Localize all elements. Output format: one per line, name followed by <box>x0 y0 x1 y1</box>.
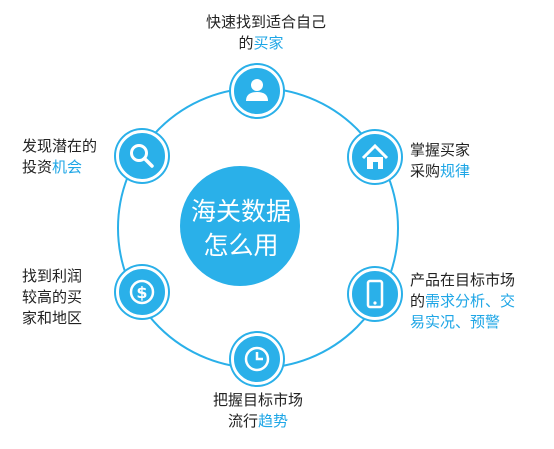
search-icon <box>130 144 154 168</box>
center-circle <box>180 166 300 286</box>
node-purchase-pattern <box>349 131 401 183</box>
center-title-line2: 怎么用 <box>203 231 279 260</box>
label-find-buyers: 快速找到适合自己 的买家 <box>206 13 327 52</box>
node-investment-opportunity <box>116 130 168 182</box>
home-icon <box>361 143 389 169</box>
node-find-buyers <box>231 65 283 117</box>
label-market-trends: 把握目标市场 流行趋势 <box>212 391 303 430</box>
node-profit-regions: $ <box>116 266 168 318</box>
clock-icon <box>244 346 270 372</box>
label-profit-regions: 找到利润 较高的买 家和地区 <box>22 267 83 327</box>
node-demand-analysis <box>349 268 401 320</box>
label-demand-analysis: 产品在目标市场 的需求分析、交 易实况、预警 <box>410 271 516 331</box>
label-purchase-pattern: 掌握买家 采购规律 <box>410 141 471 180</box>
phone-icon <box>366 279 384 309</box>
center-title-line1: 海关数据 <box>190 197 291 226</box>
dollar-icon: $ <box>129 279 155 305</box>
center-title: 海关数据 怎么用 <box>186 195 296 263</box>
label-investment-opportunity: 发现潜在的 投资机会 <box>22 137 98 176</box>
user-icon <box>246 79 268 101</box>
svg-text:$: $ <box>136 283 147 302</box>
node-market-trends <box>231 333 283 385</box>
